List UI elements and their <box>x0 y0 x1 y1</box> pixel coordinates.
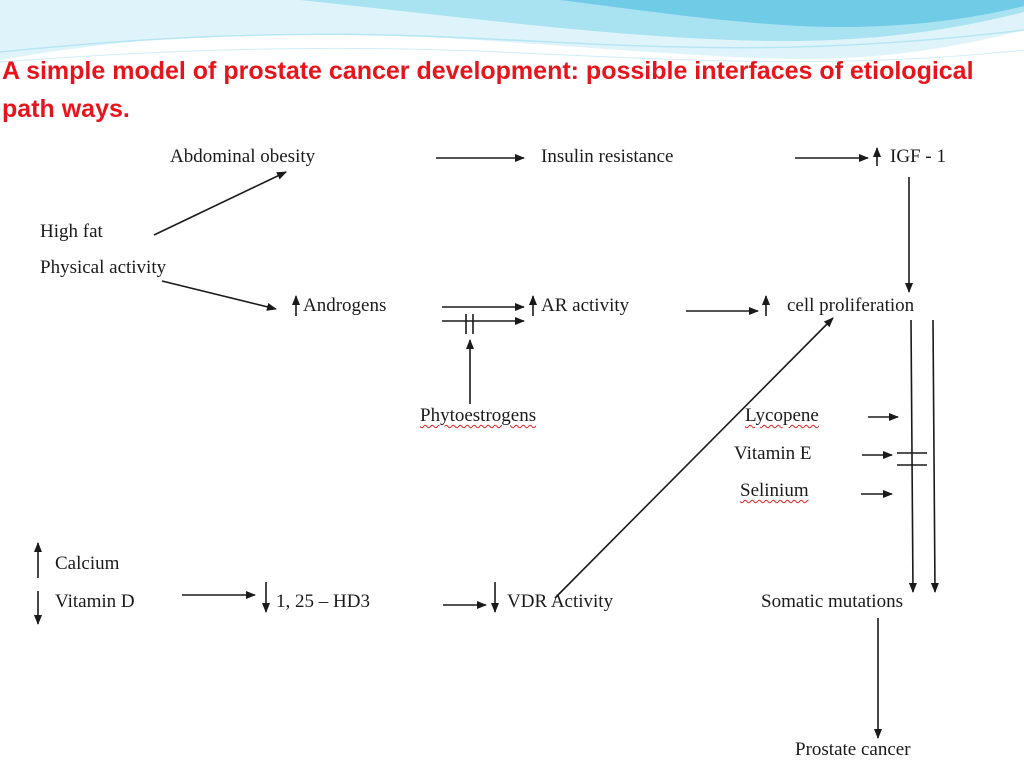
arrow-activity-to-androgens <box>161 280 277 311</box>
node-physical-activity: Physical activity <box>40 257 167 278</box>
node-hd3: 1, 25 – HD3 <box>276 591 370 612</box>
arrow-proliferation-to-mutations-2 <box>930 319 939 593</box>
arrow-highfat-to-obesity <box>153 171 287 236</box>
node-selinium: Selinium <box>740 480 809 501</box>
node-androgens: Androgens <box>303 295 387 316</box>
node-vitamin-e: Vitamin E <box>734 443 812 464</box>
arrow-vdr-to-proliferation <box>554 317 834 599</box>
node-igf1: IGF - 1 <box>890 146 946 167</box>
node-prostate-cancer: Prostate cancer <box>795 739 911 760</box>
node-somatic-mutations: Somatic mutations <box>761 591 903 612</box>
node-lycopene: Lycopene <box>745 405 819 426</box>
node-insulin-resistance: Insulin resistance <box>541 146 674 167</box>
arrow-proliferation-to-mutations-1 <box>908 319 917 593</box>
header-wave-banner <box>0 0 1024 63</box>
node-calcium: Calcium <box>55 553 120 574</box>
node-cell-proliferation: cell proliferation <box>787 295 915 316</box>
node-phytoestrogens: Phytoestrogens <box>420 405 537 426</box>
node-abdominal-obesity: Abdominal obesity <box>170 146 316 167</box>
slide-title: A simple model of prostate cancer develo… <box>2 57 974 123</box>
node-high-fat: High fat <box>40 221 103 242</box>
node-ar-activity: AR activity <box>541 295 630 316</box>
node-vdr-activity: VDR Activity <box>507 591 614 612</box>
node-vitamin-d: Vitamin D <box>55 591 135 612</box>
